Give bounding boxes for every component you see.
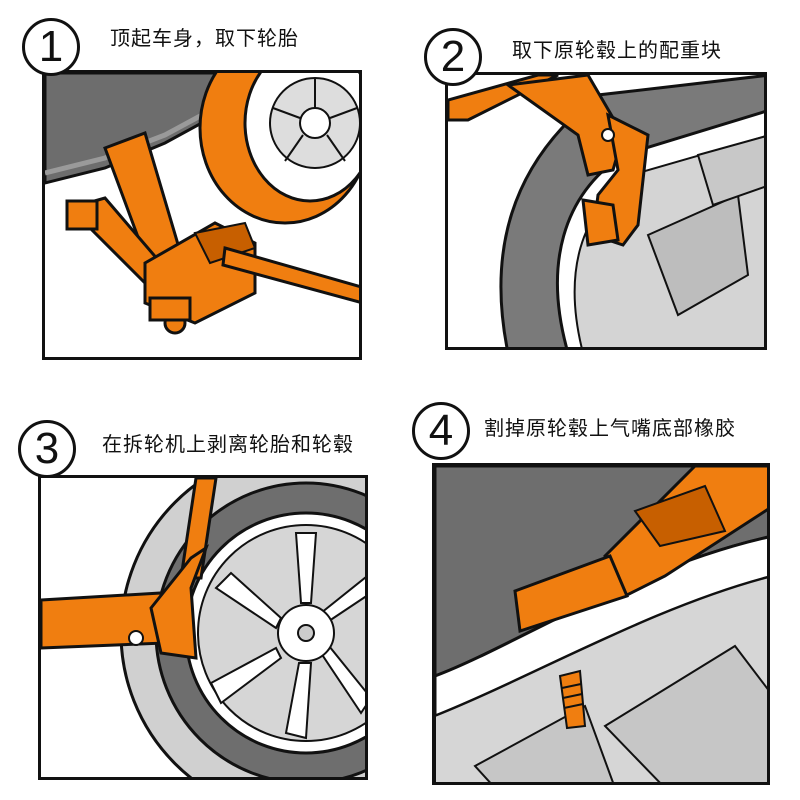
weight-removal-illustration [448, 75, 764, 347]
valve-cut-illustration [435, 466, 767, 782]
step-panel-4 [432, 463, 770, 785]
step-number-4-text: 4 [428, 406, 454, 455]
step-number-1-text: 1 [38, 22, 64, 71]
step-caption-1: 顶起车身，取下轮胎 [110, 26, 299, 50]
tire-changer-illustration [41, 478, 365, 777]
valve-stem-icon [558, 669, 587, 730]
tire-changer-icon [41, 478, 218, 660]
step-panel-3 [38, 475, 368, 780]
wheel-icon [198, 73, 359, 225]
step-number-3-text: 3 [34, 424, 60, 473]
step-panel-2 [445, 72, 767, 350]
step-caption-4: 割掉原轮毂上气嘴底部橡胶 [484, 416, 736, 440]
step-caption-2: 取下原轮毂上的配重块 [512, 38, 722, 62]
step-caption-3: 在拆轮机上剥离轮胎和轮毂 [102, 432, 354, 456]
jack-icon [65, 131, 359, 335]
step-number-1: 1 [22, 18, 80, 76]
cutter-icon [513, 466, 767, 633]
step-panel-1 [42, 70, 362, 360]
step-number-2: 2 [424, 28, 482, 86]
tire-icon [119, 478, 365, 777]
weight-pliers-icon [448, 75, 650, 247]
jack-lifting-car-illustration [45, 73, 359, 335]
step-number-3: 3 [18, 420, 76, 478]
step-number-2-text: 2 [440, 32, 466, 81]
step-number-4: 4 [412, 402, 470, 460]
